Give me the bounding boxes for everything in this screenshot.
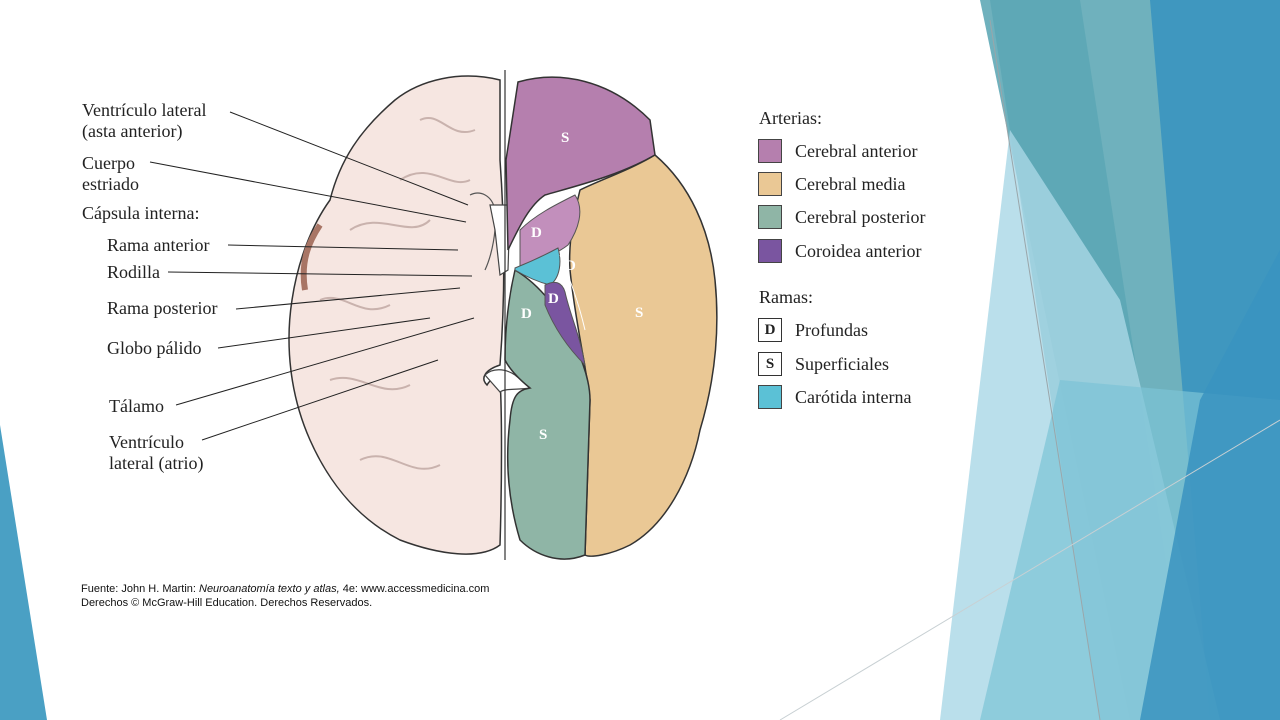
label-rama-anterior: Rama anterior	[107, 235, 210, 255]
source-citation: Fuente: John H. Martin: Neuroanatomía te…	[81, 583, 490, 609]
label-rama-posterior: Rama posterior	[107, 298, 218, 318]
label-capsula-interna: Cápsula interna:	[82, 203, 200, 223]
swatch-cerebral-posterior	[758, 205, 782, 229]
swatch-coroidea-anterior	[758, 239, 782, 263]
region-letter-posterior-s: S	[539, 427, 548, 443]
region-letter-d3: D	[548, 291, 559, 307]
letter-box-d: D	[758, 318, 782, 342]
legend-item-cerebral-anterior: Cerebral anterior	[758, 139, 917, 163]
legend-item-cerebral-posterior: Cerebral posterior	[758, 205, 925, 229]
region-carotida-interna	[514, 247, 561, 286]
label-talamo: Tálamo	[109, 396, 164, 416]
region-letter-media-s: S	[635, 305, 644, 321]
legend-item-superficiales: S Superficiales	[758, 352, 889, 376]
legend-item-profundas: D Profundas	[758, 318, 868, 342]
region-letter-d1: D	[531, 225, 542, 241]
label-globo-palido: Globo pálido	[107, 338, 202, 358]
legend-item-carotida-interna: Carótida interna	[758, 385, 911, 409]
letter-box-s: S	[758, 352, 782, 376]
label-rodilla: Rodilla	[107, 262, 160, 282]
region-letter-d4: D	[521, 306, 532, 322]
region-cerebral-anterior	[505, 76, 656, 251]
label-cuerpo-estriado: Cuerpo estriado	[82, 153, 139, 194]
region-cerebral-media	[568, 154, 718, 557]
legend-ramas-title: Ramas:	[759, 287, 813, 307]
swatch-cerebral-anterior	[758, 139, 782, 163]
label-ventriculo-lateral-atrio: Ventrículo lateral (atrio)	[109, 432, 204, 473]
swatch-cerebral-media	[758, 172, 782, 196]
region-letter-anterior-s: S	[561, 130, 570, 146]
left-hemisphere	[288, 75, 505, 555]
swatch-carotida-interna	[758, 385, 782, 409]
legend-item-coroidea-anterior: Coroidea anterior	[758, 239, 921, 263]
label-ventriculo-lateral-anterior: Ventrículo lateral (asta anterior)	[82, 100, 207, 141]
legend-item-cerebral-media: Cerebral media	[758, 172, 905, 196]
region-letter-d2: D	[565, 258, 576, 274]
region-coroidea-anterior	[544, 281, 586, 367]
legend-arterias-title: Arterias:	[759, 108, 822, 128]
